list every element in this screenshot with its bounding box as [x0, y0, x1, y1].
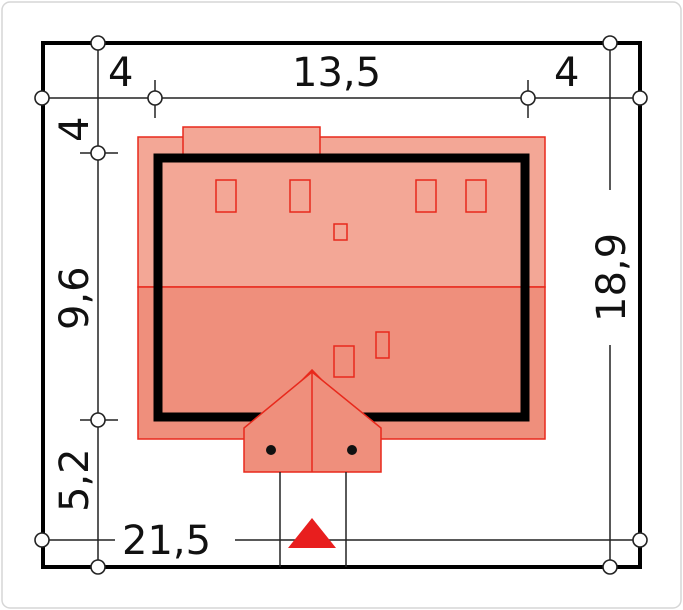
circle-node-icon [602, 559, 618, 575]
triangle-up-icon [288, 518, 336, 548]
dimension-top-center: 13,5 [292, 50, 381, 96]
dimension-nodes [34, 35, 648, 575]
circle-node-icon [90, 35, 106, 51]
porch-column-right [347, 445, 357, 455]
dimension-left-middle: 9,6 [52, 266, 98, 330]
dimension-top-right: 4 [554, 50, 579, 96]
circle-node-icon [632, 532, 648, 548]
roof-dormer-top [182, 126, 321, 158]
circle-node-icon [520, 90, 536, 106]
dimension-labels: 4 13,5 4 4 9,6 5,2 18,9 21,5 [52, 50, 635, 564]
skylight [333, 345, 355, 378]
circle-node-icon [632, 90, 648, 106]
dimension-bottom-total: 21,5 [122, 518, 211, 564]
driveway [279, 472, 347, 567]
circle-node-icon [90, 559, 106, 575]
skylight [465, 179, 487, 213]
building [137, 126, 546, 473]
skylight [289, 179, 311, 213]
plot-boundary [41, 41, 642, 569]
vent [333, 223, 348, 241]
circle-node-icon [34, 90, 50, 106]
dimension-top-left: 4 [108, 50, 133, 96]
dimension-right-total: 18,9 [589, 233, 635, 322]
skylight [415, 179, 437, 213]
circle-node-icon [602, 35, 618, 51]
circle-node-icon [147, 90, 163, 106]
porch-column-left [266, 445, 276, 455]
circle-node-icon [90, 412, 106, 428]
dimension-left-bottom: 5,2 [52, 448, 98, 512]
circle-node-icon [34, 532, 50, 548]
dimension-left-top: 4 [52, 117, 98, 142]
skylight [215, 179, 237, 213]
circle-node-icon [90, 145, 106, 161]
vent [375, 331, 390, 359]
